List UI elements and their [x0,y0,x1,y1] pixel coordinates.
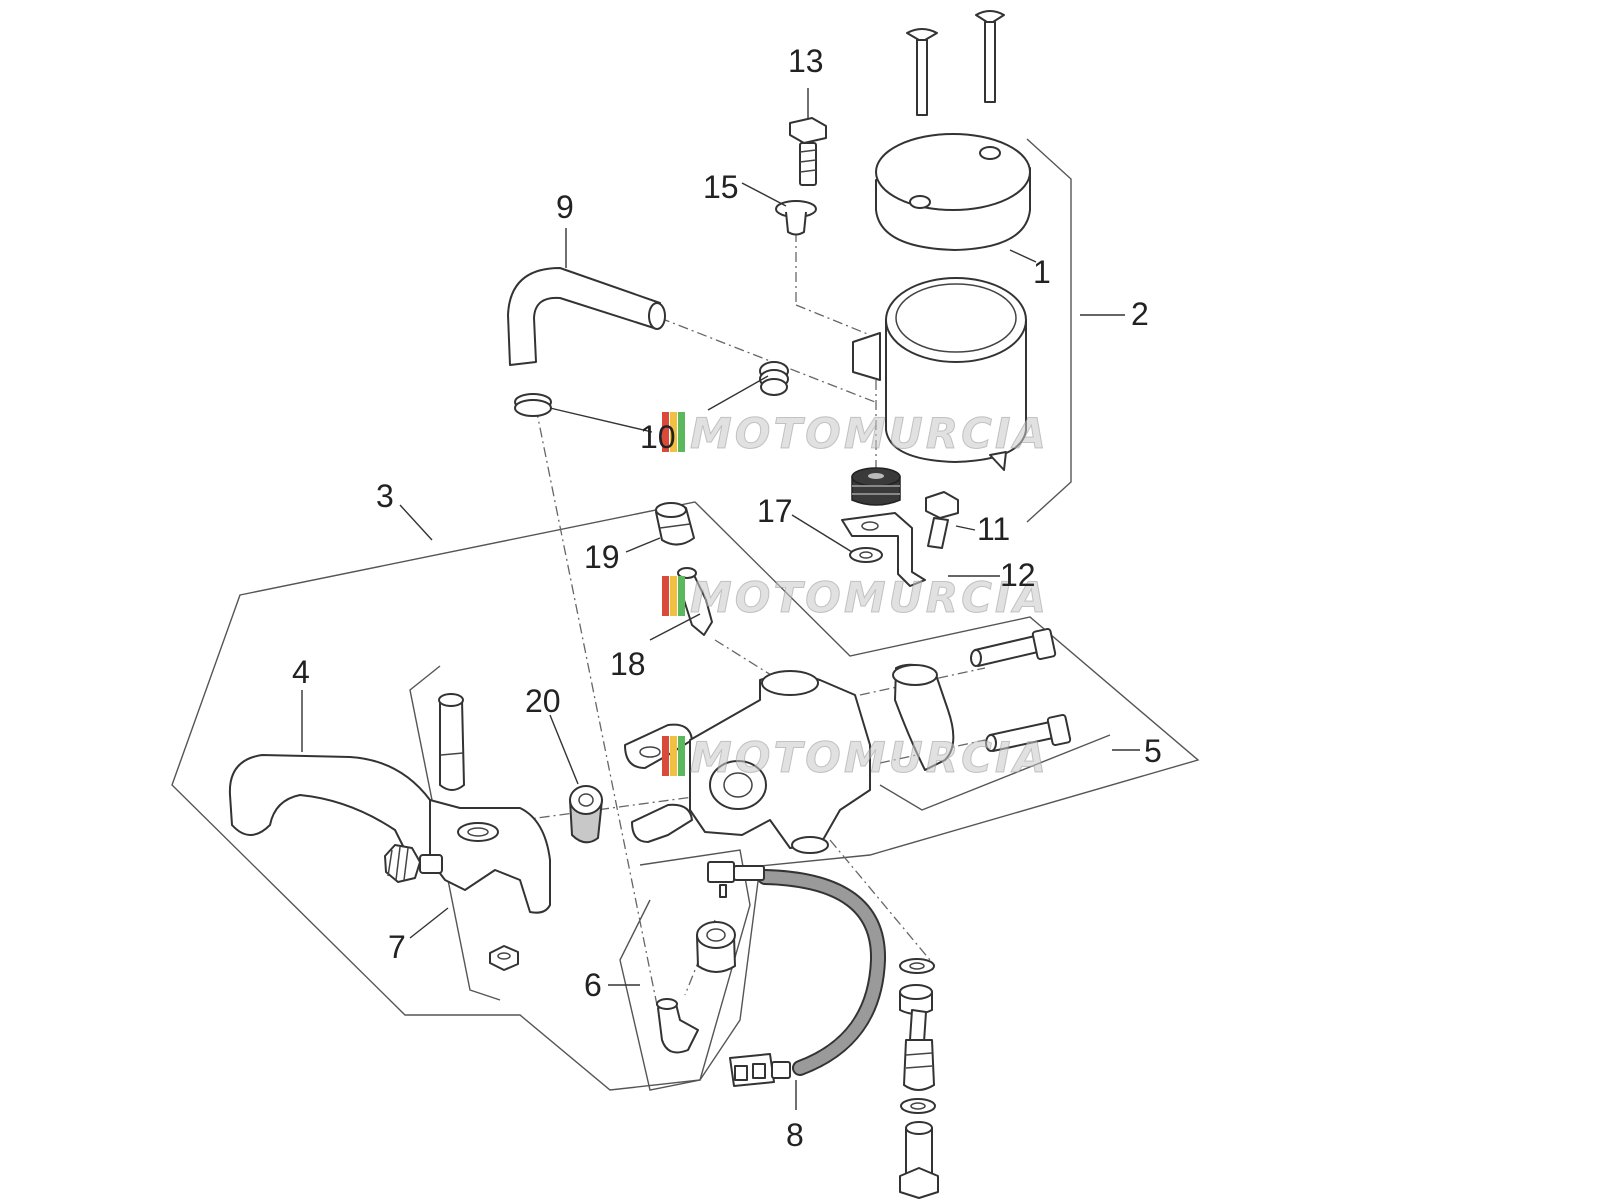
callout-7: 7 [388,929,406,965]
brake-switch-8 [707,861,887,1087]
banjo-assembly [899,958,939,1199]
screw-11 [925,491,959,549]
hose-9 [507,267,666,366]
callout-8: 8 [786,1117,804,1153]
callout-9: 9 [556,189,574,225]
valve-18 [677,567,713,636]
callout-13: 13 [788,43,824,79]
bolt-lower [985,713,1072,752]
axis-hose-to-reservoir [659,317,876,403]
sleeve-15 [775,200,817,236]
callout-18: 18 [610,646,646,682]
grommet [851,467,901,506]
watermark-text: MOTOMURCIA [690,573,1049,622]
callout-labels: 13 15 9 1 2 10 3 17 11 19 12 18 4 20 5 7… [292,43,1162,1153]
cap-19 [655,502,695,546]
callout-11: 11 [977,511,1010,547]
callout-6: 6 [584,967,602,1003]
cap-screws [906,10,1005,116]
bracket-12 [841,512,926,587]
watermark-middle: MOTOMURCIA [662,573,1049,623]
callout-5: 5 [1144,733,1162,769]
clamp-10-upper [759,361,789,396]
callout-19: 19 [584,539,620,575]
group-5-bracket [879,734,1111,811]
axis-hose-clamp-down [535,407,661,1021]
callout-20: 20 [525,683,561,719]
callout-2: 2 [1131,296,1149,332]
callout-1: 1 [1033,254,1051,290]
leader-lines [301,88,1140,1110]
group-6-outline [619,849,751,1091]
callout-17: 17 [757,493,793,529]
nut [489,945,519,971]
screw-13 [789,117,827,186]
fitting-6 [656,921,736,1054]
axis-banjo [829,839,931,961]
watermark-text: MOTOMURCIA [690,733,1049,782]
bolt-upper [970,627,1057,667]
handlebar-clamp-5 [892,663,955,771]
washer-17 [849,547,883,563]
axis-valve-to-body [714,639,796,691]
brake-lever-4 [228,754,551,914]
callout-12: 12 [1000,557,1036,593]
reservoir-cap-1 [875,133,1031,251]
watermark-lower: MOTOMURCIA [662,733,1049,783]
adjuster-knob [384,844,443,883]
fluid-reservoir [852,277,1027,471]
bushing-20 [568,785,604,844]
callout-15: 15 [703,169,739,205]
callout-3: 3 [376,478,394,514]
axis-screw15 [795,304,871,336]
pivot-pin [438,693,465,791]
master-cylinder-body [624,670,871,854]
clamp-10-lower [514,393,552,417]
group-2-bracket [1026,138,1072,523]
callout-4: 4 [292,654,310,690]
callout-10: 10 [640,419,676,455]
watermark-text: MOTOMURCIA [690,409,1049,458]
watermark-upper: MOTOMURCIA [662,409,1049,459]
group-3-outline [171,501,1200,1091]
axis-bolt-lower [879,739,986,764]
